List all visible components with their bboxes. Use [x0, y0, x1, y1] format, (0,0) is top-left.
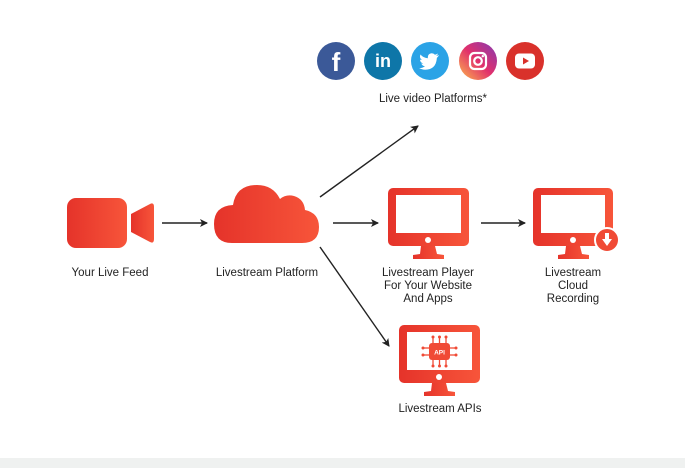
youtube-icon[interactable]	[506, 42, 544, 80]
monitor-download-icon	[533, 188, 620, 259]
platform-label: Livestream Platform	[215, 267, 319, 279]
monitor-api-icon: API	[399, 325, 480, 396]
player-label-line-3: And Apps	[403, 293, 453, 305]
twitter-icon[interactable]	[411, 42, 449, 80]
monitor-icon-player	[388, 188, 469, 259]
linkedin-icon[interactable]: in	[364, 42, 402, 80]
instagram-camera-icon	[468, 51, 488, 71]
player-label: Livestream Player For Your Website And A…	[368, 267, 488, 306]
facebook-icon[interactable]: f	[317, 42, 355, 80]
arrow-platform-to-apis	[319, 246, 390, 347]
apis-label: Livestream APIs	[398, 403, 482, 415]
recording-label-line-3: Recording	[546, 293, 600, 305]
linkedin-glyph: in	[375, 51, 391, 71]
recording-label-line-2: Cloud	[557, 280, 589, 292]
player-label-line-2: For Your Website	[383, 280, 472, 292]
api-chip-icon: API	[421, 335, 458, 368]
cloud-icon	[214, 185, 319, 243]
youtube-play-icon	[515, 53, 535, 69]
recording-label-line-1: Livestream	[544, 267, 602, 279]
video-camera-icon	[67, 198, 154, 248]
twitter-bird-icon	[419, 53, 439, 70]
social-platforms-label: Live video Platforms*	[378, 93, 488, 105]
footer-strip	[0, 458, 685, 468]
arrow-platform-to-social	[319, 125, 419, 198]
recording-label: Livestream Cloud Recording	[523, 267, 623, 306]
diagram-canvas: API	[67, 125, 620, 396]
live-feed-label: Your Live Feed	[71, 267, 149, 279]
livestream-workflow-diagram: API f in Live video Platforms* Your Live…	[67, 42, 623, 415]
facebook-glyph: f	[331, 47, 341, 77]
api-chip-text: API	[434, 350, 445, 357]
player-label-line-1: Livestream Player	[381, 267, 475, 279]
instagram-icon[interactable]	[459, 42, 497, 80]
